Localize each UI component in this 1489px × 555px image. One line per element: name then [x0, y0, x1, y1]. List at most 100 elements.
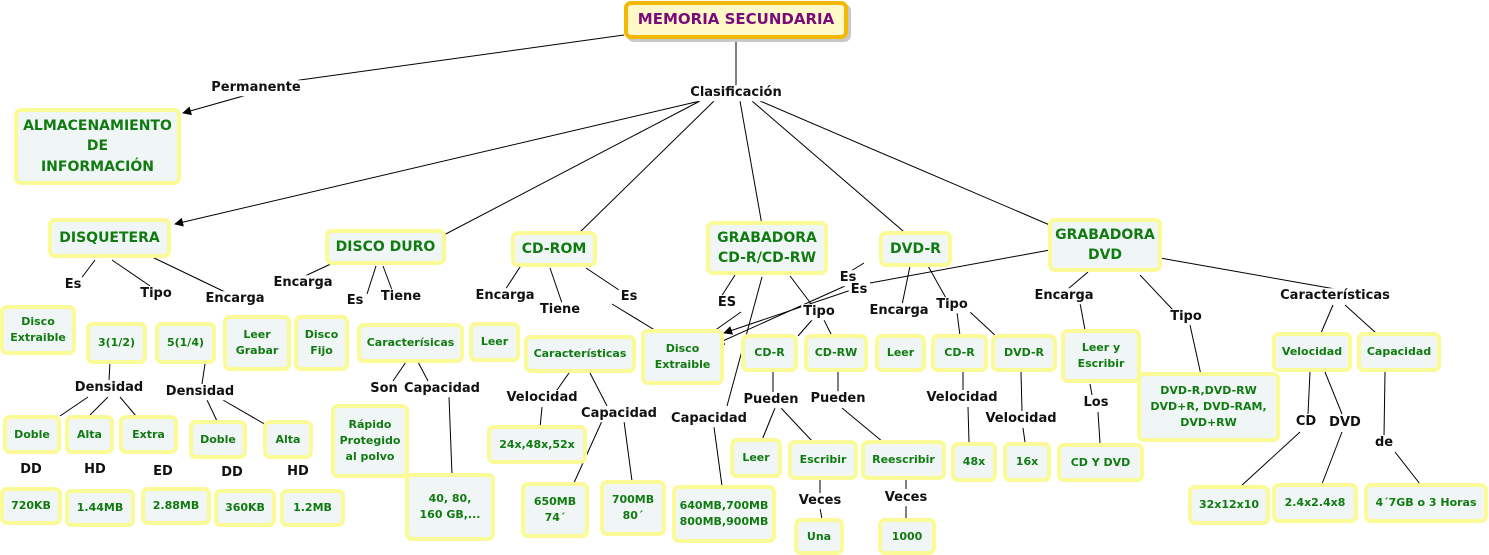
connector-line-7: [751, 100, 911, 238]
node-leer-escribir: Leer y Escribir: [1061, 329, 1141, 383]
node-dvd-r: DVD-R: [879, 231, 952, 267]
node-disco-duro: DISCO DURO: [325, 229, 446, 265]
connector-line-20: [713, 311, 742, 332]
label-capacidad-grabadora-cd: Capacidad: [669, 411, 749, 427]
node-escribir: Escribir: [788, 440, 858, 480]
connector-line-9: [79, 259, 96, 281]
node-cap-700: 700MB 80´: [600, 480, 666, 536]
label-es-disco-duro: Es: [344, 293, 366, 309]
node-5-1-4: 5(1/4): [155, 322, 216, 364]
label-veces-1: Veces: [796, 493, 844, 509]
node-disco-fijo: Disco Fijo: [294, 315, 349, 371]
connector-line-76: [1394, 451, 1421, 485]
connector-line-11: [149, 255, 226, 293]
connector-line-4: [439, 100, 701, 238]
label-hd-2: HD: [285, 464, 311, 480]
node-48x: 48x: [951, 442, 997, 482]
node-16x: 16x: [1003, 442, 1051, 482]
label-velocidad-dvd-r: Velocidad: [983, 411, 1059, 427]
label-es-disquetera: Es: [62, 277, 84, 293]
node-leer-grabar: Leer Grabar: [223, 315, 291, 371]
node-leer-gcd: Leer: [730, 438, 782, 478]
node-cd-speed: 32x12x10: [1188, 485, 1270, 525]
node-cd-r: CD-R: [741, 334, 798, 372]
connector-line-22: [797, 319, 813, 337]
node-dvd-speed: 2.4x2.4x8: [1272, 483, 1358, 523]
connector-line-21: [789, 275, 813, 306]
node-disco-extraible-2: Disco Extraible: [641, 329, 724, 385]
node-cap-gcd: 640MB,700MB 800MB,900MB: [672, 485, 776, 543]
node-1000: 1000: [878, 518, 936, 555]
connector-line-67: [1020, 371, 1023, 412]
connector-line-41: [89, 396, 109, 416]
connector-line-39: [108, 361, 111, 381]
label-encarga-grabadora-dvd: Encarga: [1032, 288, 1096, 304]
label-encarga-cdrom: Encarga: [473, 288, 537, 304]
node-caracteristicas-dd: Caracterísicas: [357, 323, 464, 363]
node-leer-dvdr: Leer: [875, 334, 926, 372]
node-2-88mb: 2.88MB: [141, 487, 211, 525]
node-capacidad-dd: 40, 80, 160 GB,...: [405, 473, 495, 541]
label-es-grabadora-cd: ES: [715, 295, 739, 311]
connector-line-17: [585, 267, 623, 293]
label-permanente: Permanente: [209, 80, 303, 96]
connector-line-45: [222, 399, 269, 427]
connector-line-18: [611, 303, 659, 333]
node-alta-1: Alta: [65, 415, 114, 454]
label-los: Los: [1081, 395, 1111, 411]
connector-line-37: [1320, 304, 1334, 334]
connector-line-44: [206, 399, 218, 422]
label-tipo-disquetera: Tipo: [138, 286, 174, 302]
connector-line-19: [720, 274, 736, 298]
connector-line-10: [111, 259, 151, 287]
connector-line-75: [1383, 371, 1386, 437]
node-1-2mb: 1.2MB: [280, 489, 345, 527]
connector-line-30: [956, 311, 961, 337]
label-capacidad-disco-duro: Capacidad: [402, 381, 482, 397]
connector-line-13: [366, 265, 377, 295]
label-es-dvd-r: Es: [837, 270, 859, 286]
connector-line-71: [1307, 371, 1311, 415]
node-caracteristicas-cdrom: Características: [524, 335, 636, 373]
connector-line-27: [715, 285, 846, 345]
connector-line-6: [739, 100, 763, 226]
connector-line-55: [713, 426, 723, 487]
connector-line-5: [574, 100, 715, 238]
connector-line-68: [1022, 427, 1026, 443]
connector-line-53: [623, 420, 633, 482]
label-encarga-disco-duro: Encarga: [271, 275, 335, 291]
node-dvd-r-tipo: DVD-R: [991, 334, 1057, 372]
connector-line-26: [869, 249, 1051, 284]
node-velocidad: Velocidad: [1272, 332, 1352, 372]
node-leer-cdrom: Leer: [469, 322, 520, 362]
connector-line-46: [392, 361, 407, 382]
node-dvd-cap: 4´7GB o 3 Horas: [1364, 483, 1488, 523]
connector-line-15: [504, 263, 523, 291]
label-capacidad-cdrom: Capacidad: [579, 406, 659, 422]
connector-line-43: [201, 363, 206, 385]
node-360kb: 360KB: [214, 489, 276, 527]
node-cap-650: 650MB 74´: [521, 482, 589, 538]
node-grabadora-dvd: GRABADORA DVD: [1048, 218, 1162, 272]
connector-line-40: [59, 396, 89, 417]
label-dvd: DVD: [1327, 415, 1363, 431]
connector-line-49: [556, 372, 570, 391]
node-disquetera: DISQUETERA: [48, 218, 171, 258]
node-capacidad: Capacidad: [1357, 332, 1441, 372]
node-dvd-tipos: DVD-R,DVD-RW DVD+R, DVD-RAM, DVD+RW: [1137, 372, 1280, 442]
label-velocidad-cd-r: Velocidad: [924, 390, 1000, 406]
label-pueden-2: Pueden: [808, 391, 868, 407]
connector-line-28: [901, 265, 911, 306]
label-velocidad-cdrom: Velocidad: [504, 390, 580, 406]
node-una: Una: [794, 518, 844, 555]
label-densidad-1: Densidad: [72, 380, 146, 396]
node-cd-r-dvdr: CD-R: [931, 334, 988, 372]
node-720kb: 720KB: [0, 487, 62, 525]
connector-line-50: [589, 372, 608, 407]
connector-line-60: [841, 407, 884, 443]
connector-line-8: [759, 100, 1053, 227]
label-tipo-grabadora-cd: Tipo: [801, 304, 837, 320]
label-veces-2: Veces: [882, 490, 930, 506]
node-cd-rom: CD-ROM: [511, 231, 597, 267]
